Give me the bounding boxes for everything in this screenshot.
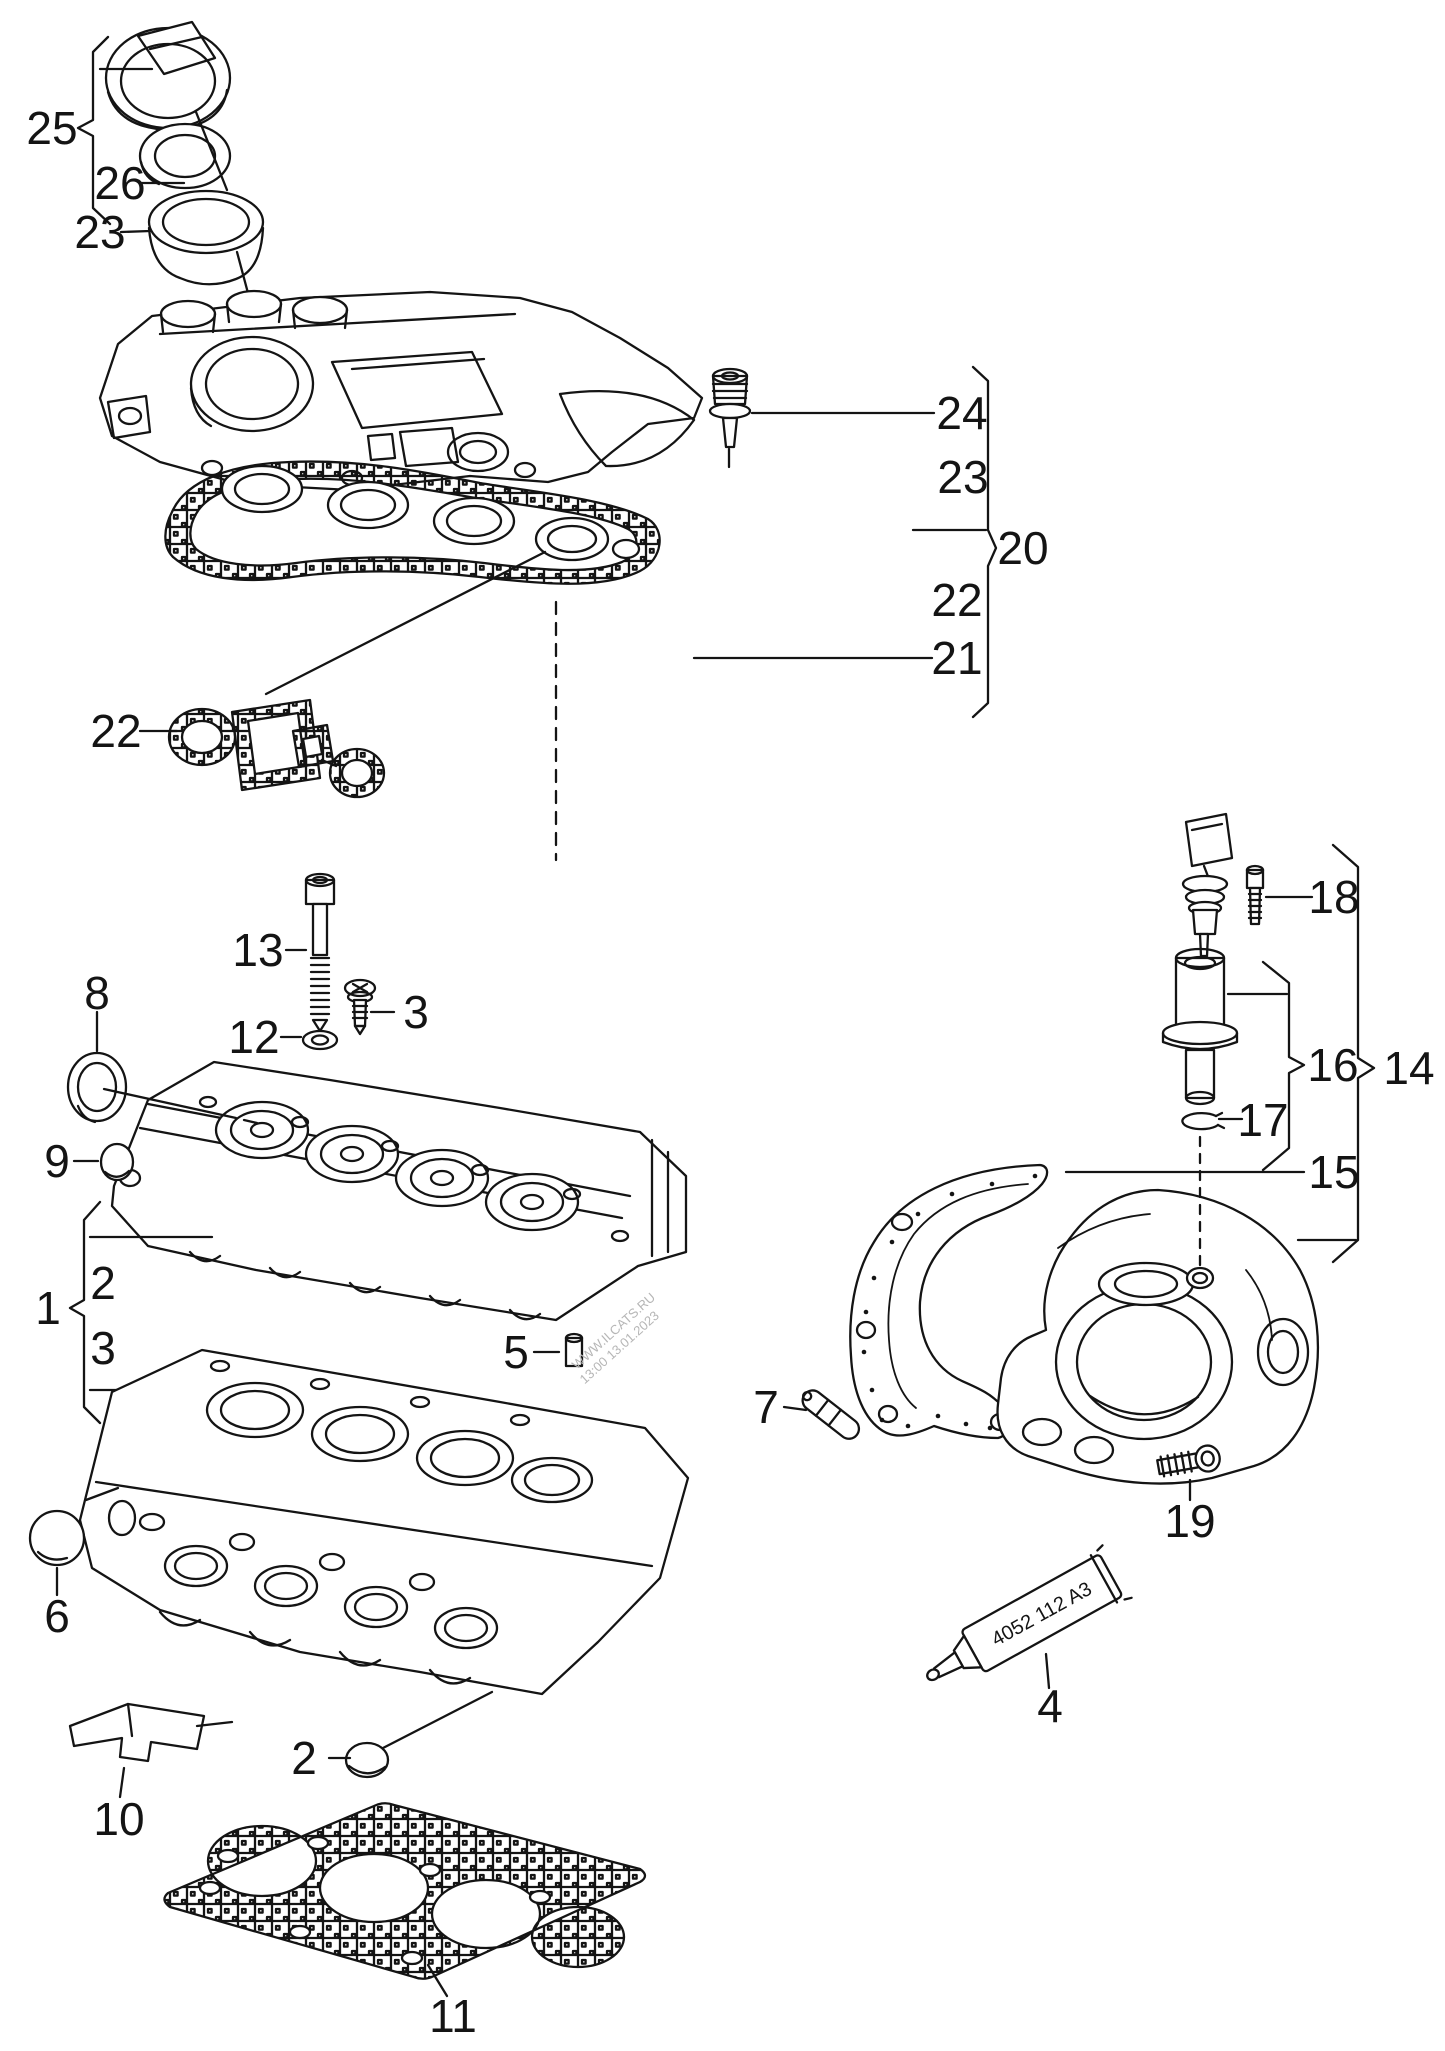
leader-8-position xyxy=(102,1087,238,1120)
fitting-pin xyxy=(801,1389,860,1440)
callout-11: 11 xyxy=(429,1990,477,2042)
secondary-gasket xyxy=(167,698,386,799)
bracket-16 xyxy=(1261,960,1306,1172)
callout-22-left: 22 xyxy=(90,705,141,757)
cylinder-head-cover xyxy=(98,289,704,492)
callout-16: 16 xyxy=(1307,1039,1358,1091)
bolt-washer xyxy=(301,1029,339,1051)
leader-2-position xyxy=(381,1690,494,1750)
callout-24: 24 xyxy=(936,387,987,439)
leader-11 xyxy=(426,1963,449,1998)
core-plug xyxy=(28,1509,86,1567)
camshaft-housing xyxy=(110,1060,688,1322)
leader-22-position xyxy=(264,550,547,696)
valve-bolt xyxy=(1245,864,1265,926)
cylinder-head xyxy=(78,1348,690,1696)
sealing-plug-9 xyxy=(99,1142,135,1182)
leader-10 xyxy=(118,1766,126,1799)
sealing-flange xyxy=(996,1188,1320,1485)
cylinder-head-gasket xyxy=(163,1802,647,1980)
leader-8-dash xyxy=(242,1118,259,1125)
callout-1: 1 xyxy=(35,1282,61,1334)
callout-23-right: 23 xyxy=(937,451,988,503)
cap-seal-ring xyxy=(138,122,232,190)
callout-9: 9 xyxy=(44,1135,70,1187)
camshaft-control-valve xyxy=(1161,812,1239,1106)
callout-17: 17 xyxy=(1237,1094,1288,1146)
callout-8: 8 xyxy=(84,967,110,1019)
callout-7: 7 xyxy=(753,1381,779,1433)
callout-6: 6 xyxy=(44,1590,70,1642)
callout-22-right: 22 xyxy=(931,574,982,626)
callout-19: 19 xyxy=(1164,1495,1215,1547)
heat-shield xyxy=(68,1702,234,1763)
leader-cap-to-seal xyxy=(194,110,229,192)
callout-21: 21 xyxy=(931,632,982,684)
callout-12: 12 xyxy=(228,1011,279,1063)
bracket-1 xyxy=(68,1200,102,1425)
camshaft-seal xyxy=(66,1051,128,1124)
filler-funnel xyxy=(147,189,265,286)
cover-bolt xyxy=(708,367,752,469)
dowel-pin xyxy=(564,1332,584,1368)
bracket-14 xyxy=(1331,843,1376,1264)
short-bolt xyxy=(343,978,377,1036)
filler-neck-opening xyxy=(189,335,315,433)
callout-26: 26 xyxy=(94,157,145,209)
oil-filler-cap xyxy=(104,20,232,132)
leader-23-left xyxy=(119,229,152,234)
sealant-tube: 4052 112 A3 xyxy=(926,1544,1133,1682)
callout-18: 18 xyxy=(1308,871,1359,923)
leader-4 xyxy=(1044,1652,1051,1690)
callout-3-group: 3 xyxy=(90,1322,116,1374)
callout-15: 15 xyxy=(1308,1146,1359,1198)
flange-screw xyxy=(1156,1444,1221,1478)
valve-mount-hole xyxy=(1185,1266,1215,1290)
bracket-25 xyxy=(76,35,112,226)
callout-14: 14 xyxy=(1383,1042,1434,1094)
callout-2-bottom: 2 xyxy=(291,1732,317,1784)
callout-23-left: 23 xyxy=(74,206,125,258)
leader-7 xyxy=(782,1405,808,1412)
callout-20: 20 xyxy=(997,522,1048,574)
callout-4: 4 xyxy=(1037,1680,1063,1732)
snap-ring xyxy=(1181,1111,1226,1131)
callout-25: 25 xyxy=(26,102,77,154)
cover-gasket xyxy=(164,460,661,585)
callout-5: 5 xyxy=(503,1326,529,1378)
callout-2-group: 2 xyxy=(90,1257,116,1309)
callout-3-top: 3 xyxy=(403,986,429,1038)
sealing-cap xyxy=(344,1741,390,1779)
bracket-20 xyxy=(971,365,998,719)
callout-10: 10 xyxy=(93,1793,144,1845)
stretch-bolt xyxy=(304,872,336,1033)
callout-13: 13 xyxy=(232,924,283,976)
